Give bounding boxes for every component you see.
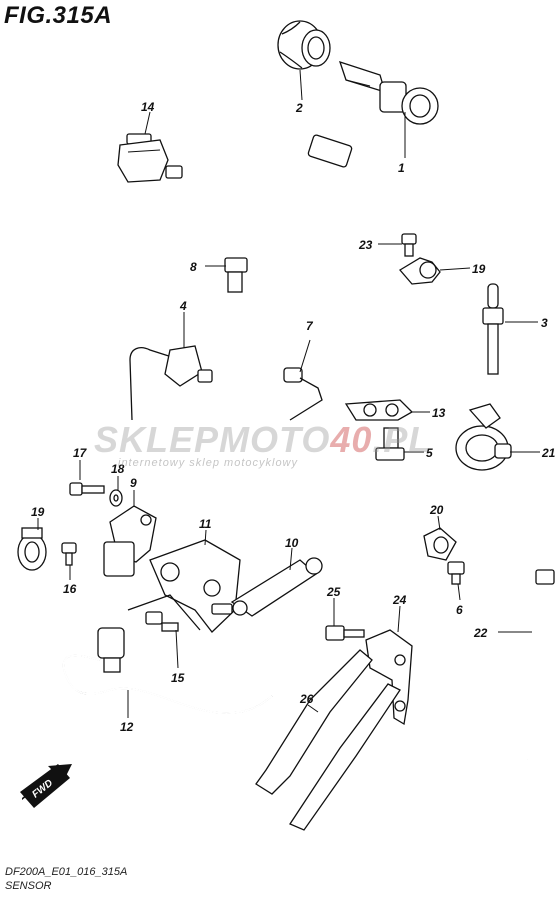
callout-24: 24 [392,593,407,607]
figure-title: FIG.315A [4,2,113,29]
leader-lines [37,69,540,718]
callout-6: 6 [456,603,463,617]
callout-23: 23 [358,238,373,252]
watermark-subtitle: internetowy sklep motocyklowy [118,457,299,469]
part-2-grommet[interactable] [277,20,331,70]
callout-17: 17 [73,446,88,460]
footer-section-name: SENSOR [5,880,52,892]
watermark-logo: SKLEPMOTO40.PL [94,419,431,461]
watermark-text-accent: 40 [330,419,373,460]
part-14-pressure-switch[interactable] [117,133,183,183]
part-12-harness[interactable] [62,627,273,714]
part-15-bolt[interactable] [145,611,179,632]
callout-25: 25 [326,585,341,599]
callout-11: 11 [199,517,212,531]
callout-8: 8 [190,260,197,274]
callout-14: 14 [141,100,155,114]
callout-16: 16 [63,582,77,596]
callout-labels: 2 1 14 8 23 19 3 4 7 13 5 21 17 18 9 19 … [31,100,556,734]
part-3-temp-sensor[interactable] [482,283,504,375]
watermark-text-end: .PL [372,419,432,460]
callout-19-lower: 19 [31,505,45,519]
part-18-washer[interactable] [109,489,123,507]
callout-22: 22 [473,626,488,640]
part-13-plate[interactable] [344,399,414,421]
callout-9: 9 [130,476,137,490]
part-16-bolt[interactable] [61,542,77,566]
callout-26: 26 [299,692,314,706]
callout-2: 2 [295,101,303,115]
part-20-clamp[interactable] [423,527,457,561]
part-26-arm[interactable] [255,649,401,831]
callout-12: 12 [120,720,134,734]
footer-diagram-code: DF200A_E01_016_315A [5,866,128,878]
callout-19-upper: 19 [472,262,486,276]
part-17-bolt[interactable] [69,482,105,496]
callout-7: 7 [306,319,314,333]
part-22-cable-tie[interactable] [526,569,555,761]
part-7-sensor[interactable] [283,367,323,421]
part-21-clamp[interactable] [455,403,512,471]
part-9-sensor[interactable] [103,505,157,577]
part-25-bolt[interactable] [325,625,365,641]
callout-4: 4 [179,299,187,313]
part-4-knock-sensor[interactable] [129,345,213,421]
part-24-bracket[interactable] [365,629,413,726]
part-10-linkage[interactable] [211,557,323,617]
callout-1: 1 [398,161,405,175]
callout-15: 15 [171,671,185,685]
callout-18: 18 [111,462,125,476]
fwd-arrow-icon [20,764,72,808]
part-19-clamp-lower[interactable] [17,527,47,571]
watermark-text-main: SKLEPMOTO [94,419,331,460]
part-19-clamp-upper[interactable] [399,257,441,285]
part-1-sensor[interactable] [338,60,439,125]
part-8-sensor-harness[interactable] [224,122,353,293]
part-6-bolt[interactable] [447,561,465,585]
part-5-bolt[interactable] [375,427,405,461]
callout-20: 20 [429,503,444,517]
callout-13: 13 [432,406,446,420]
callout-5: 5 [426,446,433,460]
callout-10: 10 [285,536,299,550]
part-23-bolt[interactable] [401,233,417,257]
callout-21: 21 [541,446,556,460]
callout-3: 3 [541,316,548,330]
